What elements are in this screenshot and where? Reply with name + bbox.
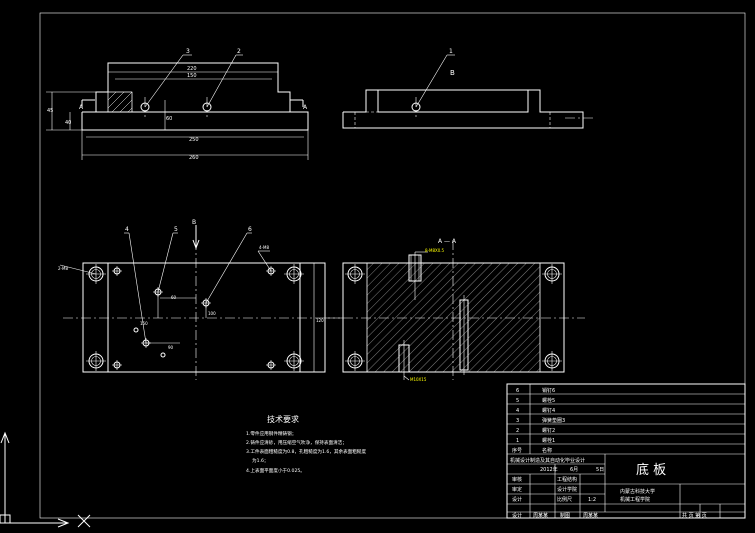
dim-text: 45 <box>47 108 53 114</box>
role-label: 审定 <box>512 486 522 493</box>
dim-text: 150 <box>140 321 148 326</box>
scale-value: 1:2 <box>588 497 596 503</box>
dim-text: 90 <box>168 345 174 350</box>
sub-label: 设计学院 <box>557 486 577 493</box>
section-hatch <box>107 91 133 113</box>
dim-text: 60 <box>166 116 172 122</box>
balloon-label: 6 <box>248 226 252 233</box>
date-day: 5日 <box>596 467 604 473</box>
plan-view: 4 5 6 B 4-M8 2-M8 60 90 100 120 150 <box>58 219 345 380</box>
bottom-label: 制图 <box>560 512 570 519</box>
scale-label: 比例尺 <box>557 496 572 503</box>
tech-req-item: 3.工件表面粗糙度为0.8，孔粗糙度为1.6，其余表面粗糙度 <box>246 448 366 455</box>
section-mark: A <box>79 104 84 111</box>
school-name: 内蒙古科技大学 <box>620 488 655 495</box>
balloon-label: 5 <box>174 226 178 233</box>
tech-req-item: 为1.6； <box>252 457 269 464</box>
tech-req-item: 1.零件应用钢件精铸钢； <box>246 430 296 437</box>
header-name: 名称 <box>542 447 552 454</box>
balloon-label: 2 <box>237 48 241 55</box>
dim-text: 260 <box>189 155 199 161</box>
sheet-number: 共 页 第 页 <box>682 512 707 519</box>
bottom-label: 周某某 <box>583 513 598 519</box>
dim-text: 8-M8X0.5 <box>425 248 445 253</box>
drawing-name: 底 板 <box>636 462 666 478</box>
date-month: 6月 <box>570 467 578 473</box>
course-name: 机械设计制造及其自动化毕业设计 <box>510 457 585 464</box>
dim-text: M10X15 <box>410 377 427 382</box>
balloon-label: 4 <box>125 226 129 233</box>
part-no: 4 <box>516 408 519 414</box>
tech-req-item: 4.上表面平面度小于0.025。 <box>246 467 305 474</box>
header-no: 序号 <box>512 447 522 454</box>
dim-text: 60 <box>171 295 177 300</box>
tech-req-item: 2.铸件应清砂，用压缩空气吹净，保持表面清洁； <box>246 439 347 446</box>
part-no: 2 <box>516 428 519 434</box>
part-name: 螺栓1 <box>542 437 555 444</box>
top-view: 220 150 45 40 60 250 260 3 2 A A <box>46 48 309 161</box>
section-view: A — A 8-M8X0.5 M10X15 <box>325 238 585 382</box>
section-mark: A <box>303 104 308 111</box>
tech-req-title: 技术要求 <box>267 414 299 424</box>
dim-text: 250 <box>189 137 199 143</box>
bottom-label: 周某某 <box>533 513 548 519</box>
role-label: 审核 <box>512 476 522 483</box>
view-label: B <box>192 219 196 226</box>
part-name: 销钉6 <box>542 387 555 394</box>
ucs-icon <box>0 431 91 528</box>
date-year: 2012年 <box>540 466 558 473</box>
dim-text: 120 <box>316 318 324 323</box>
part-no: 6 <box>516 388 519 394</box>
part-name: 螺钉4 <box>542 407 555 414</box>
part-name: 弹簧垫圈3 <box>542 417 565 424</box>
balloon-label: 3 <box>186 48 190 55</box>
dim-text: 100 <box>208 311 216 316</box>
view-label: B <box>450 69 455 77</box>
section-title: A — A <box>438 238 457 245</box>
side-view: 1 B <box>342 48 595 129</box>
dept-name: 机械工程学院 <box>620 496 650 503</box>
part-name: 螺钉2 <box>542 427 555 434</box>
role-label: 设计 <box>512 496 522 503</box>
bottom-label: 设计 <box>512 512 522 519</box>
sub-label: 工程结构 <box>557 476 577 483</box>
dim-text: 2-M8 <box>58 266 68 271</box>
part-no: 1 <box>516 438 519 444</box>
part-no: 3 <box>516 418 519 424</box>
balloon-label: 1 <box>449 48 453 55</box>
drawing-border <box>39 12 746 519</box>
title-block: 6 销钉6 5 螺栓5 4 螺钉4 3 弹簧垫圈3 2 螺钉2 1 螺栓1 序号… <box>506 383 746 519</box>
section-hatch <box>366 262 541 373</box>
dim-text: 150 <box>187 73 197 79</box>
part-no: 5 <box>516 398 519 404</box>
dim-text: 4-M8 <box>259 245 269 250</box>
dim-text: 40 <box>65 120 71 126</box>
part-name: 螺栓5 <box>542 397 555 404</box>
dim-text: 220 <box>187 66 197 72</box>
technical-requirements: 技术要求 1.零件应用钢件精铸钢； 2.铸件应清砂，用压缩空气吹净，保持表面清洁… <box>246 414 366 474</box>
